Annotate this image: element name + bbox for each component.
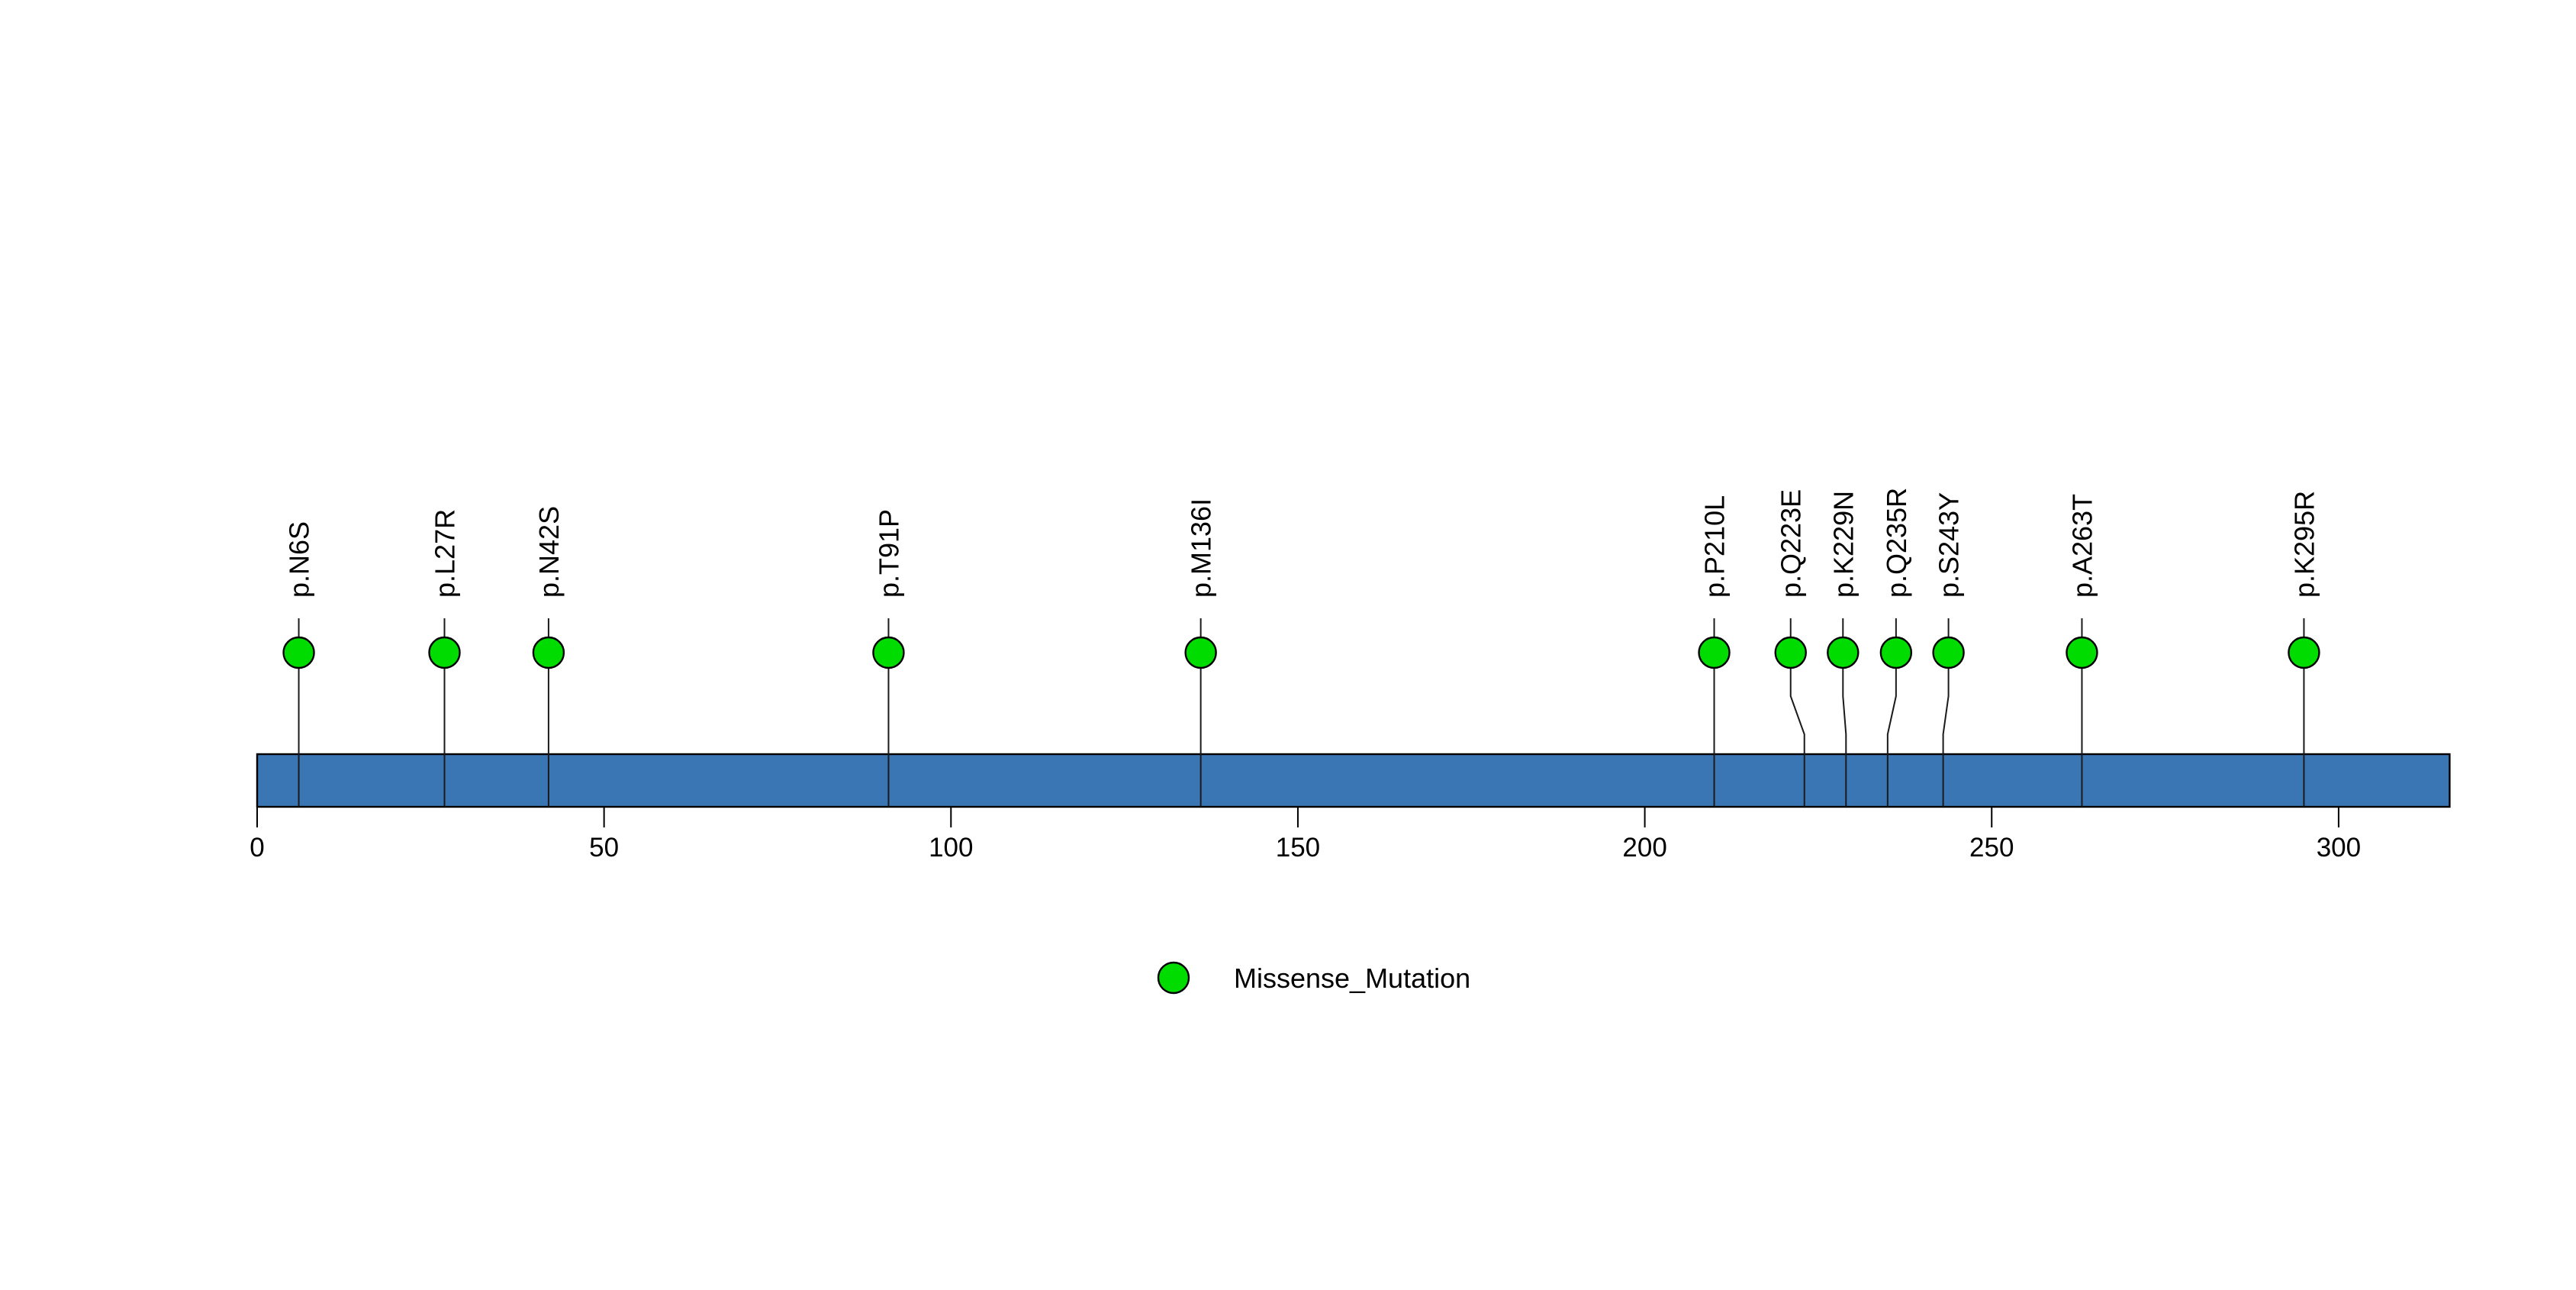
mutation-marker <box>2066 636 2098 669</box>
mutation-label: p.N6S <box>284 521 315 598</box>
mutation-label: p.S243Y <box>1934 492 1965 598</box>
axis-tick-label: 50 <box>589 833 619 863</box>
mutation-marker <box>872 636 905 669</box>
mutation-marker <box>1698 636 1731 669</box>
axis-tick-label: 100 <box>929 833 973 863</box>
mutation-marker <box>1932 636 1965 669</box>
mutation-label: p.P210L <box>1699 495 1731 598</box>
mutation-label: p.N42S <box>533 506 565 598</box>
mutation-label: p.K295R <box>2288 491 2320 598</box>
axis-tick-label: 300 <box>2317 833 2361 863</box>
lollipop-stem <box>1842 668 1847 807</box>
lollipop-stem <box>1942 668 1950 807</box>
axis-tick-label: 150 <box>1276 833 1320 863</box>
axis-tick-label: 0 <box>250 833 264 863</box>
mutation-label: p.Q223E <box>1776 489 1807 598</box>
mutation-marker <box>2288 636 2320 669</box>
mutation-marker <box>1184 636 1217 669</box>
axis-layer: 0 50 100 150 200 250 300 <box>250 807 2361 863</box>
protein-backbone-bar <box>256 753 2451 808</box>
mutation-marker <box>532 636 565 669</box>
lollipop-stem <box>1789 668 1805 807</box>
mutation-markers-layer <box>282 636 2320 669</box>
protein-backbone-layer <box>256 753 2451 808</box>
legend-layer: Missense_Mutation <box>1157 961 1470 995</box>
mutation-marker <box>428 636 461 669</box>
mutation-marker <box>1774 636 1807 669</box>
mutation-label: p.A263T <box>2066 494 2098 598</box>
legend-label: Missense_Mutation <box>1234 963 1470 994</box>
mutation-marker <box>282 636 315 669</box>
mutation-label: p.L27R <box>430 509 461 598</box>
lollipop-stem <box>1886 668 1897 807</box>
mutation-label: p.Q235R <box>1881 488 1912 598</box>
legend-marker-icon <box>1157 961 1190 995</box>
mutation-marker <box>1879 636 1913 669</box>
mutation-label: p.M136I <box>1186 498 1217 598</box>
mutation-marker <box>1827 636 1860 669</box>
mutation-label: p.T91P <box>873 509 904 598</box>
lollipop-stems-layer <box>298 618 2305 807</box>
mutation-labels-layer: p.N6S p.L27R p.N42S p.T91P p.M136I p.P210L p.Q… <box>284 488 2320 598</box>
axis-tick-label: 250 <box>1969 833 2014 863</box>
mutation-label: p.K229N <box>1827 491 1859 598</box>
axis-tick-label: 200 <box>1622 833 1666 863</box>
